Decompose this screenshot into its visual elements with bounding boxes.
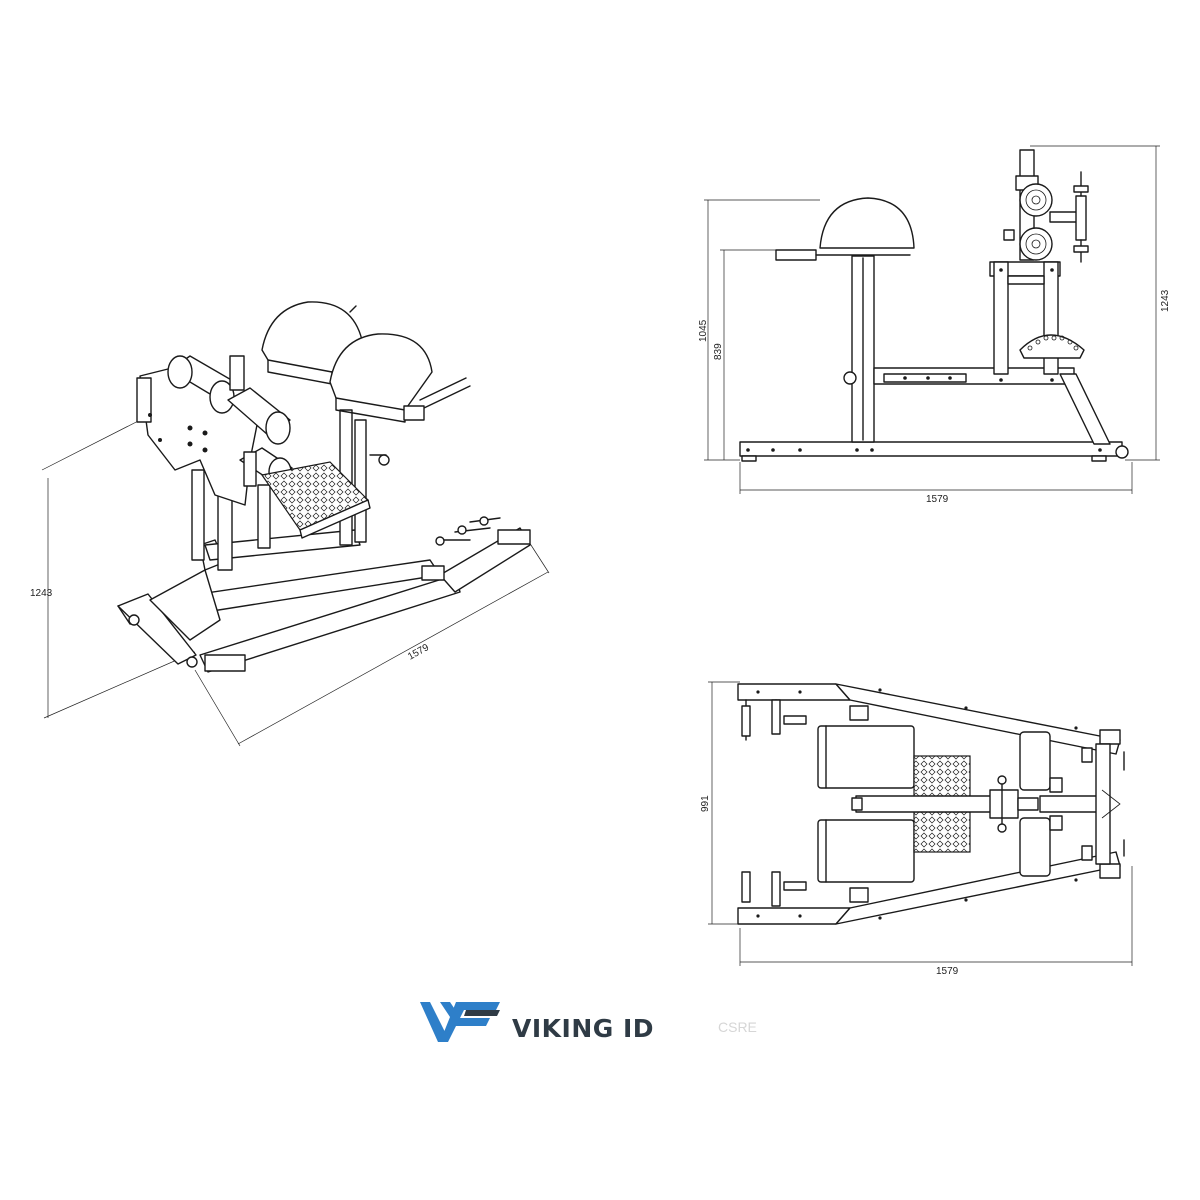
side-length-label: 1579 <box>926 494 949 505</box>
iso-height-label: 1243 <box>30 588 53 599</box>
top-weight-pegs <box>741 699 807 907</box>
side-dimensions: 1045 839 1243 1579 <box>698 145 1171 505</box>
brand-faint-text: CSRE <box>718 1019 757 1035</box>
iso-foot-platform <box>260 461 371 539</box>
isometric-view: 1243 1579 <box>30 301 550 747</box>
top-pad-upper <box>817 725 915 789</box>
top-view: 991 1579 <box>700 681 1133 977</box>
side-pad <box>819 197 915 249</box>
side-upper-roller <box>1019 183 1053 217</box>
iso-length-label: 1579 <box>406 642 431 663</box>
top-foot-plate-lower <box>913 811 971 853</box>
side-height-pad-label: 1045 <box>698 319 709 342</box>
side-height-total-label: 1243 <box>1160 289 1171 312</box>
vf-logo-mark <box>420 1002 500 1042</box>
side-lower-roller <box>1019 227 1053 261</box>
top-length-label: 1579 <box>936 966 959 977</box>
top-dimensions: 991 1579 <box>700 681 1133 977</box>
side-height-seat-label: 839 <box>713 343 724 360</box>
side-view: 1045 839 1243 1579 <box>698 145 1171 505</box>
iso-height-dimension: 1243 <box>30 414 196 719</box>
top-roller-upper <box>1019 731 1051 791</box>
top-width-label: 991 <box>700 795 711 812</box>
top-pad-lower <box>817 819 915 883</box>
iso-pads <box>261 301 471 466</box>
brand-logo: VIKING ID CSRE <box>420 1002 757 1043</box>
top-roller-lower <box>1019 817 1051 877</box>
side-base-rail <box>739 441 1123 457</box>
brand-name: VIKING ID <box>512 1014 654 1043</box>
iso-base-frame <box>117 516 531 673</box>
